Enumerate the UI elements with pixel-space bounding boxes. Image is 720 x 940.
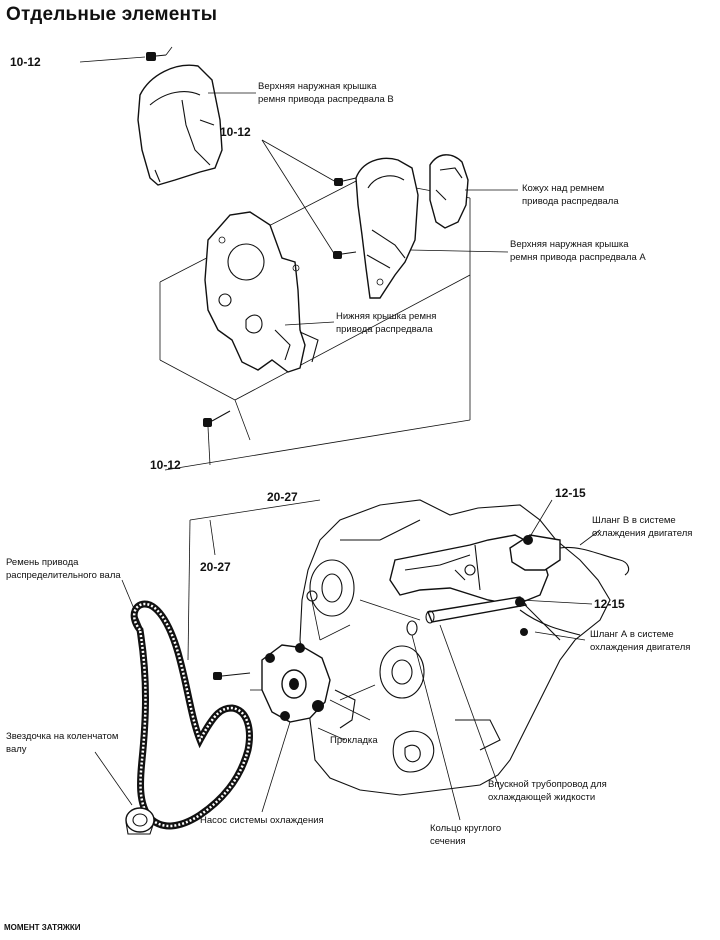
label-timing-belt: Ремень привода распределительного вала <box>6 557 121 581</box>
torque-label-1: 10-12 <box>10 55 41 69</box>
bolt-pair <box>261 139 357 259</box>
crank-sprocket-part <box>125 807 155 835</box>
footer-note: МОМЕНТ ЗАТЯЖКИ <box>4 923 81 932</box>
torque-label-6: 12-15 <box>555 486 586 500</box>
label-water-pump: Насос системы охлаждения <box>200 815 324 826</box>
belt-shroud-part <box>429 154 469 229</box>
torque-label-5: 20-27 <box>200 560 231 574</box>
label-belt-shroud: Кожух над ремнем привода распредвала <box>522 183 619 207</box>
label-upper-cover-a: Верхняя наружная крышка ремня привода ра… <box>510 239 646 263</box>
upper-cover-a-part <box>355 157 419 299</box>
upper-cover-b-part <box>137 64 223 186</box>
label-hose-a: Шланг А в системе охлаждения двигателя <box>590 629 691 653</box>
torque-label-3: 10-12 <box>150 458 181 472</box>
engine-block-part <box>299 499 611 796</box>
label-crank-sprocket: Звездочка на коленчатом валу <box>6 731 119 755</box>
hose-a-part <box>519 609 586 641</box>
bolt-lower <box>203 410 231 466</box>
label-hose-b: Шланг В в системе охлаждения двигателя <box>592 515 693 539</box>
page-title: Отдельные элементы <box>6 4 218 25</box>
water-pump-part <box>213 590 418 729</box>
bolt-top <box>79 46 173 63</box>
torque-label-2: 10-12 <box>220 125 251 139</box>
torque-label-4: 20-27 <box>267 490 298 504</box>
inlet-pipe-part <box>425 596 593 791</box>
label-upper-cover-b: Верхняя наружная крышка ремня привода ра… <box>258 81 394 105</box>
label-lower-cover: Нижняя крышка ремня привода распредвала <box>336 311 437 335</box>
label-gasket: Прокладка <box>330 735 378 746</box>
leader-lines <box>94 92 518 821</box>
torque-label-7: 12-15 <box>594 597 625 611</box>
timing-belt-part <box>130 600 253 830</box>
label-inlet-pipe: Впускной трубопровод для охлаждающей жид… <box>488 779 607 803</box>
lower-cover-part <box>204 211 319 373</box>
label-o-ring: Кольцо круглого сечения <box>430 823 502 847</box>
hose-b-part <box>509 499 630 576</box>
intake-manifold-part <box>389 534 549 606</box>
